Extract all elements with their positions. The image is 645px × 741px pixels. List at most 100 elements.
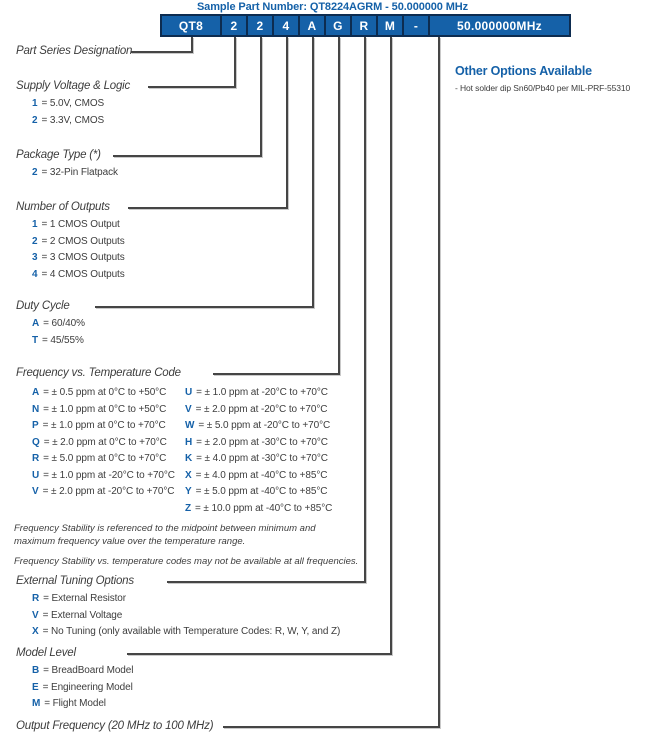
option-key: T bbox=[32, 334, 39, 346]
stability-note: Frequency Stability vs. temperature code… bbox=[14, 556, 359, 567]
option-desc: = ± 0.5 ppm at 0°C to +50°C bbox=[43, 387, 167, 398]
option-key: V bbox=[32, 609, 39, 621]
connector-line bbox=[127, 653, 392, 655]
part-number-segment: - bbox=[404, 16, 428, 35]
option-key: M bbox=[32, 698, 41, 709]
connector-line bbox=[338, 37, 340, 375]
section-title-external-tuning: External Tuning Options bbox=[16, 575, 134, 587]
freq-temp-left-column: A= ± 0.5 ppm at 0°C to +50°C N= ± 1.0 pp… bbox=[32, 385, 175, 501]
connector-line bbox=[223, 726, 440, 728]
connector-line bbox=[312, 37, 314, 308]
option-desc: = ± 10.0 ppm at -40°C to +85°C bbox=[195, 502, 333, 514]
option-key: Y bbox=[185, 486, 192, 497]
option-row: V= ± 2.0 ppm at -20°C to +70°C bbox=[32, 484, 175, 501]
option-desc: = 3.3V, CMOS bbox=[41, 114, 105, 126]
option-row: U= ± 1.0 ppm at -20°C to +70°C bbox=[185, 385, 332, 402]
option-desc: = External Resistor bbox=[43, 593, 126, 604]
option-key: R bbox=[32, 453, 40, 464]
option-key: W bbox=[185, 420, 195, 431]
option-key: Q bbox=[32, 436, 40, 448]
option-key: V bbox=[185, 403, 192, 415]
option-desc: = 3 CMOS Outputs bbox=[41, 252, 125, 263]
option-key: R bbox=[32, 593, 40, 604]
option-key: 4 bbox=[32, 268, 38, 280]
connector-line bbox=[286, 37, 288, 209]
part-number-segment: G bbox=[326, 16, 350, 35]
part-number-segment: 2 bbox=[222, 16, 246, 35]
option-key: P bbox=[32, 420, 39, 431]
option-row: V= External Voltage bbox=[32, 608, 340, 625]
option-desc: = ± 1.0 ppm at -20°C to +70°C bbox=[196, 387, 328, 398]
freq-temp-right-column: U= ± 1.0 ppm at -20°C to +70°C V= ± 2.0 … bbox=[185, 385, 332, 517]
option-row: N= ± 1.0 ppm at 0°C to +50°C bbox=[32, 402, 175, 419]
other-options-item: - Hot solder dip Sn60/Pb40 per MIL-PRF-5… bbox=[455, 83, 631, 93]
option-key: A bbox=[32, 387, 40, 398]
option-key: 3 bbox=[32, 252, 38, 263]
option-desc: = ± 4.0 ppm at -30°C to +70°C bbox=[196, 453, 328, 464]
option-row: Q= ± 2.0 ppm at 0°C to +70°C bbox=[32, 435, 175, 452]
option-desc: = 1 CMOS Output bbox=[41, 219, 120, 230]
option-desc: = ± 1.0 ppm at 0°C to +70°C bbox=[42, 420, 166, 431]
option-row: 1= 1 CMOS Output bbox=[32, 217, 125, 234]
duty-cycle-options: A= 60/40% T= 45/55% bbox=[32, 316, 85, 349]
connector-line bbox=[234, 37, 236, 88]
connector-line bbox=[191, 37, 193, 53]
option-desc: = ± 1.0 ppm at 0°C to +50°C bbox=[43, 403, 167, 415]
package-type-options: 2= 32-Pin Flatpack bbox=[32, 165, 118, 182]
option-desc: = External Voltage bbox=[42, 609, 123, 621]
option-row: A= ± 0.5 ppm at 0°C to +50°C bbox=[32, 385, 175, 402]
connector-line bbox=[128, 207, 288, 209]
part-number-box-row: QT8 2 2 4 A G R M - 50.000000MHz bbox=[160, 14, 571, 37]
sample-part-number-title: Sample Part Number: QT8224AGRM - 50.0000… bbox=[196, 1, 469, 13]
section-title-supply-voltage: Supply Voltage & Logic bbox=[16, 80, 131, 92]
option-key: Z bbox=[185, 502, 192, 514]
option-key: U bbox=[185, 387, 193, 398]
option-desc: = Engineering Model bbox=[42, 681, 133, 693]
section-title-number-of-outputs: Number of Outputs bbox=[16, 201, 110, 213]
option-desc: = ± 2.0 ppm at 0°C to +70°C bbox=[43, 436, 167, 448]
option-row: Y= ± 5.0 ppm at -40°C to +85°C bbox=[185, 484, 332, 501]
option-row: V= ± 2.0 ppm at -20°C to +70°C bbox=[185, 402, 332, 419]
connector-line bbox=[148, 86, 236, 88]
option-row: M= Flight Model bbox=[32, 696, 133, 713]
other-options-title: Other Options Available bbox=[455, 64, 592, 78]
option-row: X= No Tuning (only available with Temper… bbox=[32, 624, 340, 641]
option-key: X bbox=[32, 626, 39, 637]
model-level-options: B= BreadBoard Model E= Engineering Model… bbox=[32, 663, 133, 713]
external-tuning-options: R= External Resistor V= External Voltage… bbox=[32, 591, 340, 641]
section-title-output-frequency: Output Frequency (20 MHz to 100 MHz) bbox=[16, 720, 214, 732]
option-key: H bbox=[185, 436, 193, 448]
option-row: P= ± 1.0 ppm at 0°C to +70°C bbox=[32, 418, 175, 435]
connector-line bbox=[131, 51, 193, 53]
option-key: E bbox=[32, 681, 39, 693]
stability-notes: Frequency Stability is referenced to the… bbox=[14, 522, 359, 575]
part-number-segment: QT8 bbox=[162, 16, 220, 35]
option-row: W= ± 5.0 ppm at -20°C to +70°C bbox=[185, 418, 332, 435]
option-key: 2 bbox=[32, 167, 38, 178]
option-desc: = Flight Model bbox=[44, 698, 106, 709]
option-desc: = ± 2.0 ppm at -30°C to +70°C bbox=[196, 436, 328, 448]
option-row: 2= 3.3V, CMOS bbox=[32, 113, 104, 130]
section-title-duty-cycle: Duty Cycle bbox=[16, 300, 70, 312]
part-number-segment: 4 bbox=[274, 16, 298, 35]
option-row: 2= 32-Pin Flatpack bbox=[32, 165, 118, 182]
option-key: V bbox=[32, 486, 39, 497]
option-row: R= ± 5.0 ppm at 0°C to +70°C bbox=[32, 451, 175, 468]
option-key: K bbox=[185, 453, 193, 464]
option-row: R= External Resistor bbox=[32, 591, 340, 608]
option-row: A= 60/40% bbox=[32, 316, 85, 333]
section-title-part-series: Part Series Designation bbox=[16, 45, 133, 57]
connector-line bbox=[390, 37, 392, 655]
option-desc: = ± 5.0 ppm at -20°C to +70°C bbox=[198, 420, 331, 431]
option-desc: = 45/55% bbox=[42, 334, 84, 346]
option-key: 2 bbox=[32, 114, 38, 126]
option-desc: = BreadBoard Model bbox=[43, 665, 134, 676]
option-key: A bbox=[32, 318, 40, 329]
option-row: E= Engineering Model bbox=[32, 680, 133, 697]
option-row: T= 45/55% bbox=[32, 333, 85, 350]
option-key: 2 bbox=[32, 235, 38, 247]
option-row: X= ± 4.0 ppm at -40°C to +85°C bbox=[185, 468, 332, 485]
connector-line bbox=[364, 37, 366, 583]
option-key: 1 bbox=[32, 219, 38, 230]
